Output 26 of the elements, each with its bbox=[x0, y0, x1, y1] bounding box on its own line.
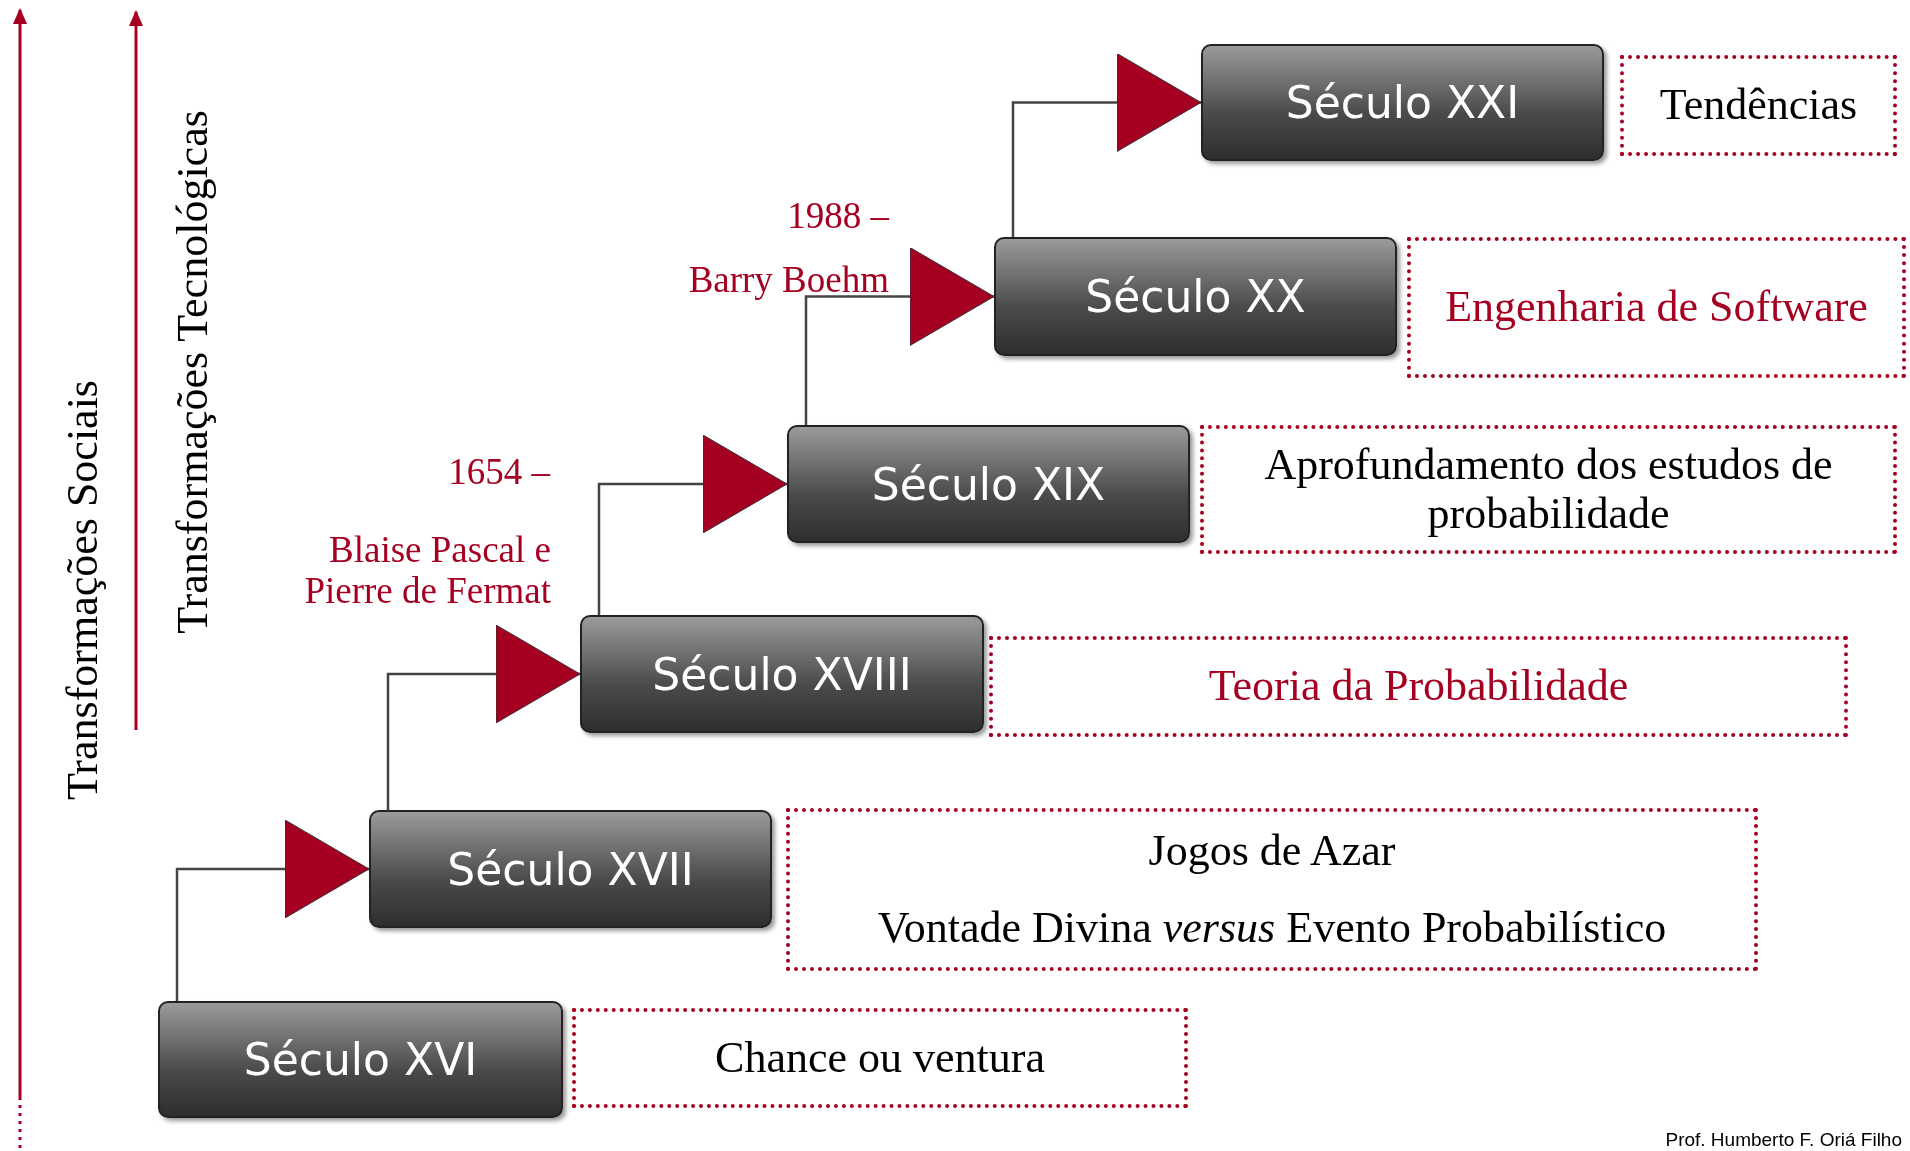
century-box: Século XXI bbox=[1201, 44, 1604, 161]
arrow bbox=[1011, 53, 1202, 237]
note-text: Vontade Divina versus Evento Probabilístico bbox=[877, 903, 1667, 952]
century-box: Século XIX bbox=[787, 425, 1190, 543]
century-box: Século XX bbox=[994, 237, 1397, 356]
century-box: Século XVIII bbox=[580, 615, 984, 733]
note-box: Engenharia de Software bbox=[1407, 237, 1906, 378]
arrow bbox=[386, 624, 581, 810]
arrow bbox=[804, 247, 995, 425]
century-box: Século XVII bbox=[369, 810, 772, 928]
note-box: Teoria da Probabilidade bbox=[989, 636, 1848, 737]
century-box: Século XVI bbox=[158, 1001, 563, 1118]
note-box: Tendências bbox=[1620, 55, 1897, 156]
note-text: Jogos de Azar bbox=[1148, 827, 1396, 876]
credit-text: Prof. Humberto F. Oriá Filho bbox=[1665, 1129, 1902, 1151]
axis-label: Transformações Sociais bbox=[56, 380, 108, 800]
note-box: Aprofundamento dos estudos de probabilidade bbox=[1200, 425, 1897, 554]
annotation-text: 1988 – bbox=[787, 196, 889, 237]
arrow bbox=[597, 434, 788, 615]
axis-label: Transformações Tecnológicas bbox=[166, 110, 218, 634]
annotation-text: 1654 – bbox=[448, 452, 550, 493]
arrow bbox=[175, 819, 370, 1001]
note-box bbox=[786, 808, 1758, 971]
annotation-text: Blaise Pascal e Pierre de Fermat bbox=[303, 530, 551, 612]
note-box: Chance ou ventura bbox=[572, 1008, 1188, 1108]
annotation-text: Barry Boehm bbox=[688, 260, 889, 301]
